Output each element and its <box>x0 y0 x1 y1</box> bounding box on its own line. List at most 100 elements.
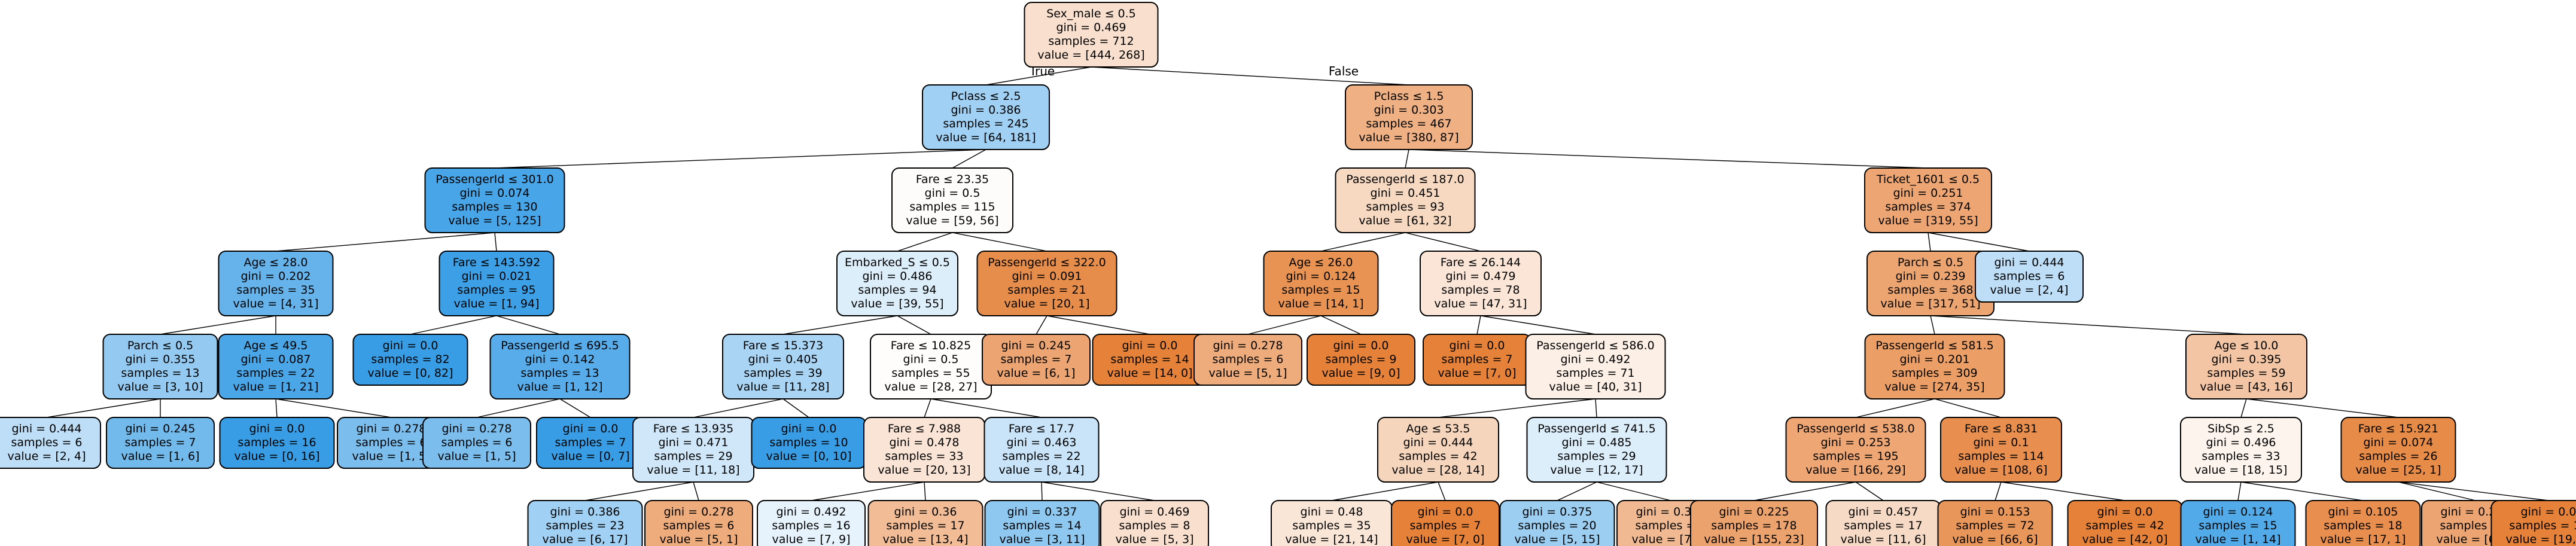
node-text-line: Fare ≤ 23.35 <box>916 173 989 186</box>
tree-edge <box>410 315 497 335</box>
node-text-line: PassengerId ≤ 187.0 <box>1346 173 1464 186</box>
node-text-line: gini = 0.337 <box>1007 505 1077 518</box>
node-text-line: samples = 35 <box>1292 519 1371 532</box>
node-text-line: samples = 7 <box>124 436 196 449</box>
tree-edge <box>897 315 931 335</box>
node-text-line: gini = 0.355 <box>125 353 195 366</box>
node-text-line: samples = 467 <box>1366 117 1451 130</box>
node-text-line: gini = 0.478 <box>889 436 959 449</box>
node-text-line: Fare ≤ 17.7 <box>1009 422 1074 435</box>
node-text-line: value = [39, 55] <box>851 297 943 310</box>
node-text-line: samples = 72 <box>1956 519 2034 532</box>
node-box <box>644 500 753 546</box>
node-box <box>352 334 468 386</box>
node-text-line: Age ≤ 28.0 <box>243 256 307 269</box>
node-box <box>2305 500 2421 546</box>
node-text-line: value = [40, 31] <box>1549 380 1642 394</box>
node-box <box>757 500 866 546</box>
node-text-line: samples = 6 <box>1993 270 2065 283</box>
node-text-line: Pclass ≤ 1.5 <box>1374 90 1444 103</box>
node-text-line: value = [4, 31] <box>233 297 318 310</box>
node-text-line: Age ≤ 49.5 <box>243 339 307 352</box>
node-text-line: PassengerId ≤ 322.0 <box>988 256 1106 269</box>
node-text-line: gini = 0.091 <box>1012 270 1082 283</box>
node-box <box>1391 500 1500 546</box>
node-text-line: value = [9, 0] <box>1322 367 1400 380</box>
node-text-line: value = [6, 17] <box>542 533 628 546</box>
node-text-line: value = [6, 1] <box>997 367 1076 380</box>
node-text-line: samples = 6 <box>441 436 512 449</box>
node-text-line: gini = 0.074 <box>459 187 529 200</box>
node-text-line: samples = 39 <box>744 367 822 380</box>
node-text-line: value = [43, 16] <box>2200 380 2292 394</box>
node-text-line: samples = 78 <box>1441 283 1520 297</box>
tree-edge <box>1930 315 1935 335</box>
node-box <box>1345 84 1473 150</box>
node-text-line: gini = 0.0 <box>383 339 439 352</box>
node-text-line: samples = 6 <box>355 436 427 449</box>
node-text-line: Ticket_1601 ≤ 0.5 <box>1876 173 1980 186</box>
node-text-line: samples = 9 <box>1325 353 1396 366</box>
node-text-line: gini = 0.0 <box>1333 339 1389 352</box>
node-box <box>527 500 643 546</box>
node-text-line: samples = 93 <box>1366 200 1444 213</box>
tree-edge <box>924 481 926 501</box>
tree-edge <box>1480 315 1596 335</box>
node-text-line: samples = 7 <box>1409 519 1481 532</box>
node-text-line: Fare ≤ 10.825 <box>891 339 971 352</box>
node-text-line: Age ≤ 10.0 <box>2214 339 2278 352</box>
node-box <box>2180 417 2302 483</box>
node-box <box>219 417 335 469</box>
node-text-line: PassengerId ≤ 301.0 <box>436 173 553 186</box>
node-text-line: value = [1, 6] <box>121 450 200 463</box>
node-box <box>1499 500 1615 546</box>
node-text-line: value = [1, 94] <box>453 297 539 310</box>
node-text-line: gini = 0.245 <box>125 422 195 435</box>
node-text-line: samples = 14 <box>1110 353 1189 366</box>
node-box <box>106 417 215 469</box>
node-text-line: samples = 22 <box>236 367 315 380</box>
node-text-line: gini = 0.496 <box>2206 436 2276 449</box>
node-text-line: value = [1, 12] <box>517 380 602 394</box>
node-text-line: value = [18, 15] <box>2194 463 2287 477</box>
node-text-line: value = [64, 181] <box>936 131 1036 144</box>
node-text-line: value = [20, 1] <box>1004 297 1089 310</box>
tree-edge <box>2246 398 2399 418</box>
node-text-line: gini = 0.0 <box>1418 505 1473 518</box>
node-text-line: gini = 0.021 <box>461 270 531 283</box>
node-text-line: gini = 0.479 <box>1445 270 1515 283</box>
node-text-line: value = [108, 6] <box>1954 463 2047 477</box>
node-text-line: value = [444, 268] <box>1037 48 1144 62</box>
node-text-line: gini = 0.225 <box>1719 505 1789 518</box>
tree-edge <box>1928 232 1931 252</box>
node-text-line: samples = 15 <box>1281 283 1360 297</box>
node-text-line: gini = 0.486 <box>862 270 932 283</box>
node-text-line: samples = 9 <box>1635 519 1706 532</box>
node-text-line: value = [21, 14] <box>1285 533 1378 546</box>
node-text-line: value = [5, 3] <box>1116 533 1194 546</box>
node-text-line: samples = 18 <box>2324 519 2402 532</box>
node-text-line: value = [42, 0] <box>2082 533 2167 546</box>
node-text-line: samples = 712 <box>1048 35 1134 48</box>
node-box <box>489 334 631 399</box>
tree-edge <box>1855 481 1884 501</box>
node-text-line: samples = 13 <box>520 367 599 380</box>
node-text-line: samples = 6 <box>11 436 82 449</box>
